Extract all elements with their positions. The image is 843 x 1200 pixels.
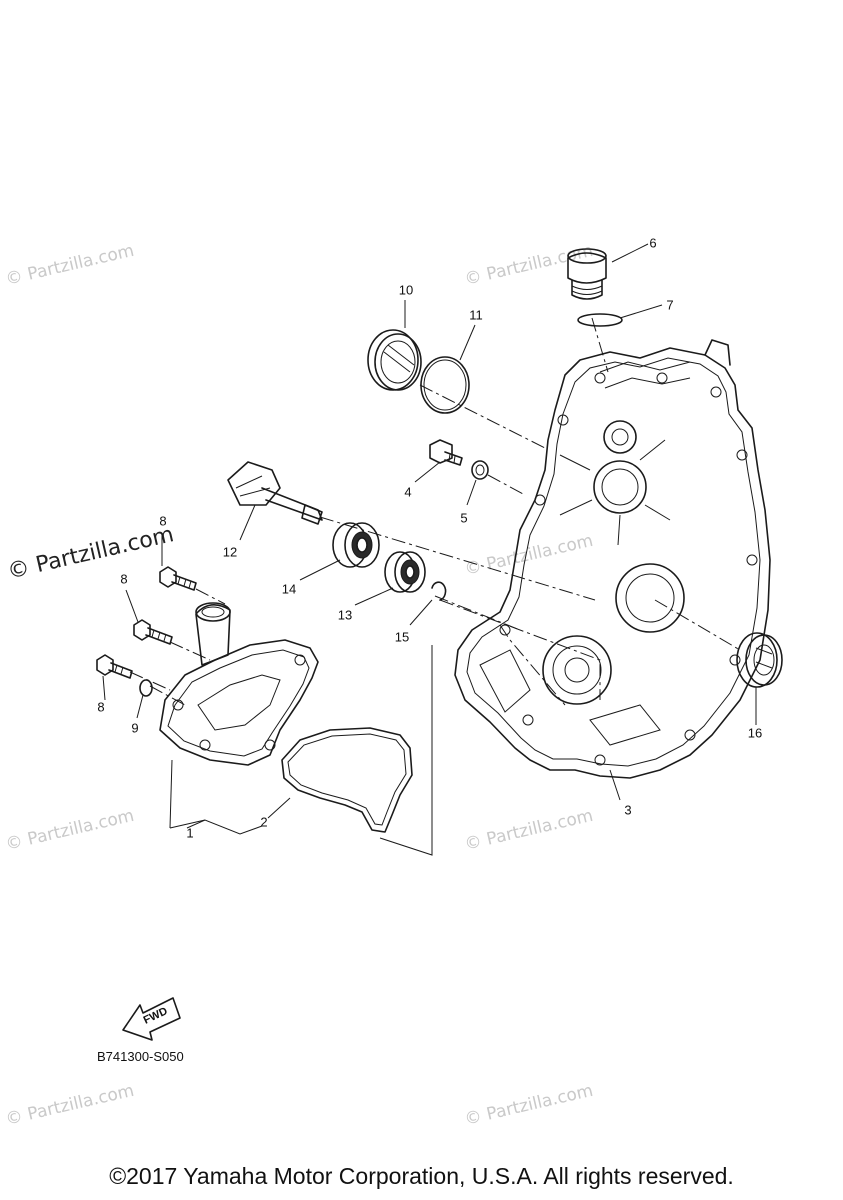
callout-10: 10 (398, 282, 414, 298)
callout-9: 9 (131, 720, 139, 736)
callout-8-lower: 8 (97, 699, 105, 715)
washer-9-drawing (139, 679, 153, 697)
cap-drawing (367, 329, 422, 391)
bolt-4-drawing (429, 439, 463, 466)
callout-7: 7 (666, 297, 674, 313)
leader-lines (102, 243, 757, 856)
oil-seal-drawing (736, 632, 783, 688)
callout-4: 4 (404, 484, 412, 500)
callout-6: 6 (649, 235, 657, 251)
callout-3: 3 (624, 802, 632, 818)
o-ring-drawing (577, 313, 623, 327)
callout-14: 14 (281, 581, 297, 597)
circlip-drawing (431, 581, 447, 601)
bolt-8-upper-drawing (159, 566, 197, 591)
oil-filler-plug-drawing (567, 248, 607, 300)
diagram-code: B741300-S050 (97, 1049, 184, 1064)
callout-13: 13 (337, 607, 353, 623)
callout-8-middle: 8 (120, 571, 128, 587)
bearing-13-drawing (384, 551, 426, 593)
bolt-8-middle-drawing (133, 619, 173, 645)
crankcase-cover-drawing (454, 339, 771, 779)
callout-16: 16 (747, 725, 763, 741)
impeller-shaft-drawing (227, 461, 323, 525)
large-o-ring-drawing (420, 356, 470, 414)
water-pump-housing-drawing (159, 602, 319, 766)
fwd-arrow-icon (122, 997, 181, 1041)
callout-12: 12 (222, 544, 238, 560)
washer-5-drawing (471, 460, 489, 480)
bearing-14-drawing (332, 522, 380, 568)
callout-8-upper: 8 (159, 513, 167, 529)
callout-2: 2 (260, 814, 268, 830)
bolt-8-lower-drawing (96, 654, 133, 679)
callout-11: 11 (469, 307, 483, 323)
callout-5: 5 (460, 510, 468, 526)
copyright-footer: ©2017 Yamaha Motor Corporation, U.S.A. A… (109, 1163, 734, 1189)
callout-15: 15 (394, 629, 410, 645)
callout-1: 1 (186, 825, 194, 841)
gasket-drawing (281, 727, 413, 833)
